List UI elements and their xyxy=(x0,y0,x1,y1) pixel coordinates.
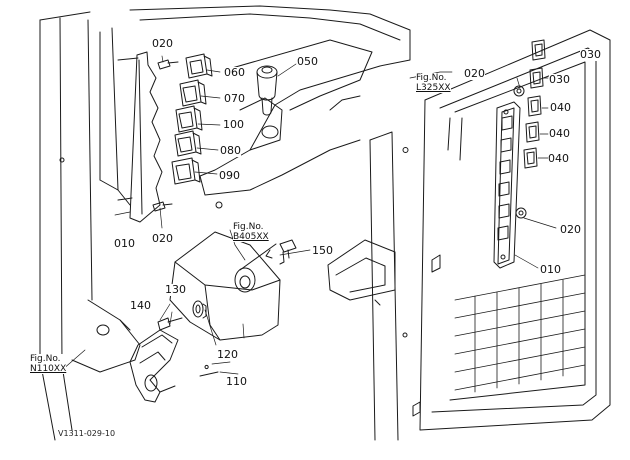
key-switch-body-110 xyxy=(130,330,218,402)
label-090: 090 xyxy=(219,169,240,182)
label-040-a: 040 xyxy=(550,101,571,114)
fig-ref-n110-prefix: Fig.No. xyxy=(30,354,61,364)
label-030-top: 030 xyxy=(580,48,601,61)
fig-ref-b405-prefix: Fig.No. xyxy=(233,222,264,232)
cap-040-b xyxy=(526,122,539,142)
fig-ref-n110: Fig.No. N110XX xyxy=(30,354,67,374)
key-150 xyxy=(240,240,296,270)
upper-beam xyxy=(130,6,410,208)
label-150: 150 xyxy=(312,244,333,257)
ring-130 xyxy=(193,301,206,318)
label-060: 060 xyxy=(224,66,245,79)
label-030-second: 030 xyxy=(549,73,570,86)
label-020-left-bottom: 020 xyxy=(152,232,173,245)
switch-080 xyxy=(175,131,201,156)
label-130: 130 xyxy=(165,283,186,296)
label-120: 120 xyxy=(217,348,238,361)
fig-ref-n110-code: N110XX xyxy=(30,364,67,374)
label-100: 100 xyxy=(223,118,244,131)
cap-040-c xyxy=(524,148,537,168)
right-pillar xyxy=(370,132,408,440)
key-switch-cover xyxy=(170,232,280,340)
label-050: 050 xyxy=(297,55,318,68)
label-020-right-bottom: 020 xyxy=(560,223,581,236)
document-id: V1311-029-10 xyxy=(58,429,116,438)
bolt-left-bottom xyxy=(153,202,172,211)
label-020-left-top: 020 xyxy=(152,37,173,50)
label-070: 070 xyxy=(224,92,245,105)
fig-ref-b405: Fig.No. B405XX xyxy=(233,222,269,242)
bracket-left-010 xyxy=(118,52,162,222)
label-140: 140 xyxy=(130,299,151,312)
socket-050 xyxy=(257,66,277,115)
bracket-right-010 xyxy=(494,102,520,268)
fig-ref-l325-code: L325XX xyxy=(416,83,451,93)
bolt-left-top xyxy=(158,60,178,69)
fig-ref-l325-prefix: Fig.No. xyxy=(416,73,447,83)
fig-ref-b405-code: B405XX xyxy=(233,232,269,242)
label-080: 080 xyxy=(220,144,241,157)
grommet-right-bottom xyxy=(516,208,526,218)
leader-lines xyxy=(60,56,556,374)
label-040-c: 040 xyxy=(548,152,569,165)
label-110: 110 xyxy=(226,375,247,388)
switch-060 xyxy=(186,54,212,78)
label-010-left: 010 xyxy=(114,237,135,250)
cap-030-second xyxy=(530,68,543,88)
cap-040-a xyxy=(528,96,541,116)
switch-100 xyxy=(176,106,202,132)
grommet-right-top xyxy=(514,86,524,96)
fig-ref-l325: Fig.No. L325XX xyxy=(416,73,451,93)
cap-030-top xyxy=(532,40,545,60)
seat-bracket xyxy=(328,240,395,300)
label-040-b: 040 xyxy=(549,127,570,140)
left-cab-frame xyxy=(40,12,140,440)
switch-070 xyxy=(180,80,206,106)
label-010-right: 010 xyxy=(540,263,561,276)
switch-090 xyxy=(172,158,200,184)
label-020-right-top: 020 xyxy=(464,67,485,80)
